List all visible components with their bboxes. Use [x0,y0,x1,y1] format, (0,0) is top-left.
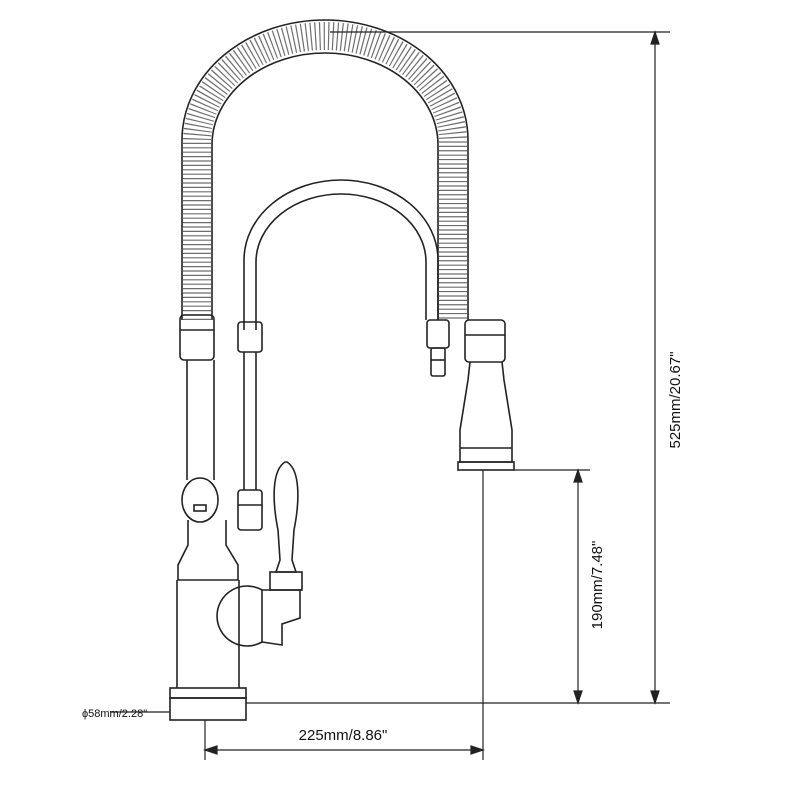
faucet-body [169,314,303,721]
dimension-lines [110,30,670,760]
total-height-label: 525mm/20.67" [667,351,684,448]
reach-label: 225mm/8.86" [299,727,388,744]
spout-pipe [237,179,450,531]
spring-hose [181,19,469,320]
base-diameter-label: ϕ58mm/2.28" [82,708,147,720]
spout-height-label: 190mm/7.48" [589,541,606,630]
spray-head [457,319,515,471]
